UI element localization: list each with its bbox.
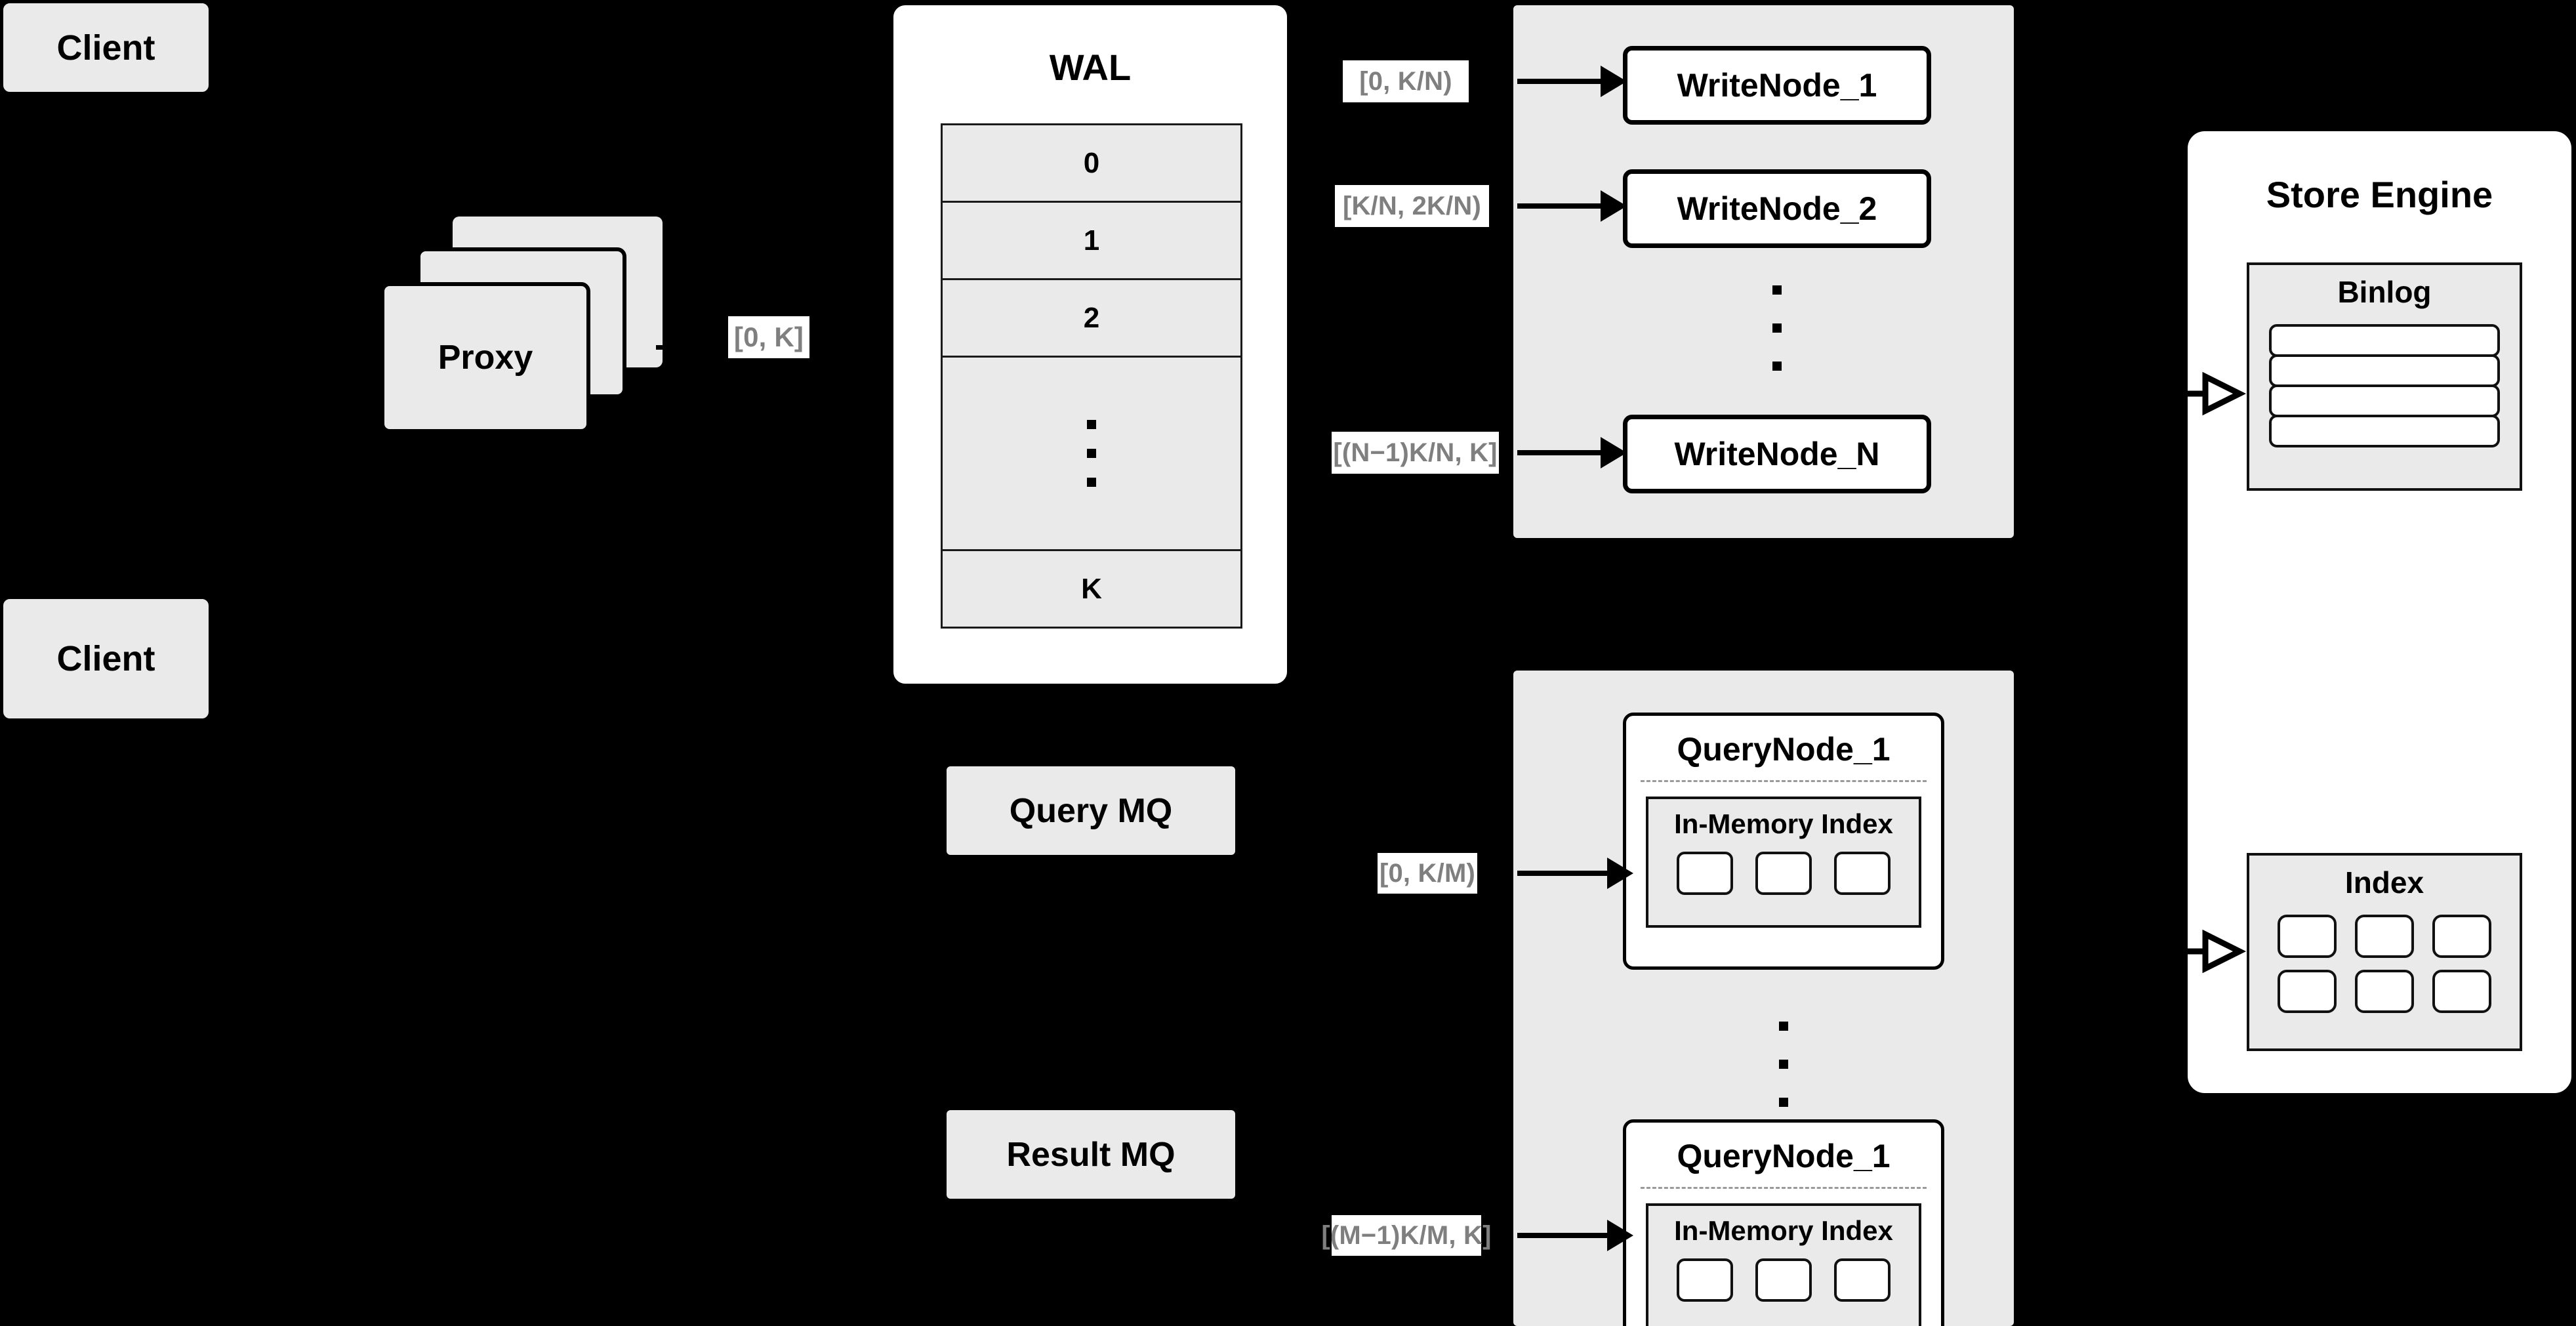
binlog-panel[interactable]: Binlog	[2247, 262, 2522, 491]
arrow-line-write-node-1	[1517, 79, 1603, 84]
proxy-card-front[interactable]: Proxy	[380, 282, 590, 433]
index-cell[interactable]	[2278, 970, 2337, 1013]
wal-table: 0 1 2 K	[941, 123, 1242, 629]
query-node-m-in-memory-index-title-wrap: In-Memory Index	[1674, 1215, 1893, 1246]
proxy-stack[interactable]: Proxy	[380, 217, 689, 433]
wal-panel: WAL 0 1 2 K	[893, 5, 1287, 684]
index-cell[interactable]	[2432, 915, 2491, 958]
arrow-head-query-node-1	[1607, 858, 1633, 889]
wal-row-2[interactable]: 2	[943, 280, 1240, 358]
index-title-wrap: Index	[2249, 865, 2520, 900]
binlog-row[interactable]	[2269, 324, 2500, 357]
wal-ellipsis-icon	[1087, 410, 1096, 497]
binlog-row[interactable]	[2269, 415, 2500, 447]
index-slot[interactable]	[1834, 1258, 1891, 1302]
store-engine-panel: Store Engine Binlog Index	[2188, 131, 2571, 1093]
query-mq-box[interactable]: Query MQ	[947, 766, 1235, 855]
wal-row-ellipsis	[943, 358, 1240, 551]
edge-label-query-node-1: [0, K/M)	[1378, 853, 1477, 894]
index-slot[interactable]	[1755, 852, 1812, 895]
store-engine-title-wrap: Store Engine	[2189, 173, 2570, 216]
index-slot[interactable]	[1677, 852, 1733, 895]
binlog-title: Binlog	[2337, 275, 2432, 309]
index-panel[interactable]: Index	[2247, 853, 2522, 1051]
open-arrow-icon	[2158, 371, 2247, 416]
index-slot[interactable]	[1755, 1258, 1812, 1302]
query-node-1-index-slots	[1648, 852, 1919, 895]
index-slot[interactable]	[1677, 1258, 1733, 1302]
query-node-m-index-slots	[1648, 1258, 1919, 1302]
client-label-2: Client	[56, 639, 155, 678]
binlog-title-wrap: Binlog	[2249, 274, 2520, 310]
query-node-m-in-memory-index[interactable]: In-Memory Index	[1646, 1203, 1921, 1326]
query-node-m[interactable]: QueryNode_1 In-Memory Index	[1623, 1119, 1944, 1326]
client-label-1: Client	[56, 28, 155, 68]
arrow-line-query-node-m	[1517, 1233, 1609, 1238]
write-node-1[interactable]: WriteNode_1	[1623, 46, 1931, 125]
query-mq-label: Query MQ	[1009, 791, 1173, 830]
arrow-line-write-node-n	[1517, 450, 1603, 455]
edge-label-write-node-1: [0, K/N)	[1343, 60, 1469, 102]
result-mq-box[interactable]: Result MQ	[947, 1110, 1235, 1199]
client-box-1[interactable]: Client	[3, 3, 209, 92]
wal-row-k[interactable]: K	[943, 551, 1240, 627]
query-node-1-title: QueryNode_1	[1677, 731, 1891, 768]
client-box-2[interactable]: Client	[3, 599, 209, 718]
arrow-line-write-node-2	[1517, 203, 1603, 209]
index-grid	[2249, 915, 2520, 1013]
query-node-m-divider	[1641, 1187, 1927, 1189]
binlog-row[interactable]	[2269, 384, 2500, 417]
write-node-2[interactable]: WriteNode_2	[1623, 169, 1931, 248]
binlog-row[interactable]	[2269, 354, 2500, 387]
index-title: Index	[2344, 865, 2424, 900]
proxy-label: Proxy	[438, 339, 533, 377]
write-node-n[interactable]: WriteNode_N	[1623, 415, 1931, 493]
write-node-cluster: WriteNode_1 WriteNode_2 WriteNode_N	[1513, 5, 2014, 538]
binlog-rows	[2269, 324, 2500, 447]
query-node-1-in-memory-index[interactable]: In-Memory Index	[1646, 797, 1921, 928]
index-cell[interactable]	[2355, 970, 2414, 1013]
edge-label-proxy-to-wal: [0, K]	[728, 316, 809, 358]
index-grid-row	[2268, 970, 2501, 1013]
index-slot[interactable]	[1834, 852, 1891, 895]
wal-row-1[interactable]: 1	[943, 203, 1240, 281]
index-cell[interactable]	[2432, 970, 2491, 1013]
arrow-head-query-node-m	[1607, 1220, 1633, 1251]
index-cell[interactable]	[2355, 915, 2414, 958]
query-node-cluster: QueryNode_1 In-Memory Index	[1513, 671, 2014, 1326]
index-grid-row	[2268, 915, 2501, 970]
query-node-1-divider	[1641, 780, 1927, 782]
arrow-head-write-node-n	[1601, 437, 1627, 468]
arrow-head-write-node-2	[1601, 190, 1627, 222]
store-engine-title: Store Engine	[2266, 174, 2493, 215]
proxy-connector-stub	[656, 345, 674, 350]
edge-label-write-node-n: [(N−1)K/N, K]	[1332, 432, 1499, 474]
open-arrow-icon	[2158, 929, 2247, 974]
wal-title: WAL	[1049, 47, 1132, 88]
index-cell[interactable]	[2278, 915, 2337, 958]
query-node-1-title-wrap: QueryNode_1	[1626, 730, 1941, 768]
arrow-to-binlog	[2158, 367, 2247, 420]
arrow-head-write-node-1	[1601, 66, 1627, 97]
query-node-1[interactable]: QueryNode_1 In-Memory Index	[1623, 713, 1944, 970]
query-node-m-title: QueryNode_1	[1677, 1138, 1891, 1174]
query-node-m-title-wrap: QueryNode_1	[1626, 1137, 1941, 1175]
edge-label-write-node-2: [K/N, 2K/N)	[1335, 185, 1489, 227]
query-node-ellipsis-icon	[1755, 1005, 1812, 1123]
write-node-ellipsis-icon	[1749, 269, 1805, 387]
result-mq-label: Result MQ	[1006, 1135, 1176, 1174]
arrow-to-index	[2158, 925, 2247, 978]
arrow-line-query-node-1	[1517, 871, 1609, 876]
wal-title-wrap: WAL	[895, 46, 1286, 89]
edge-label-query-node-m: [(M−1)K/M, K]	[1321, 1215, 1491, 1256]
wal-row-0[interactable]: 0	[943, 125, 1240, 203]
query-node-1-in-memory-index-title-wrap: In-Memory Index	[1674, 808, 1893, 839]
